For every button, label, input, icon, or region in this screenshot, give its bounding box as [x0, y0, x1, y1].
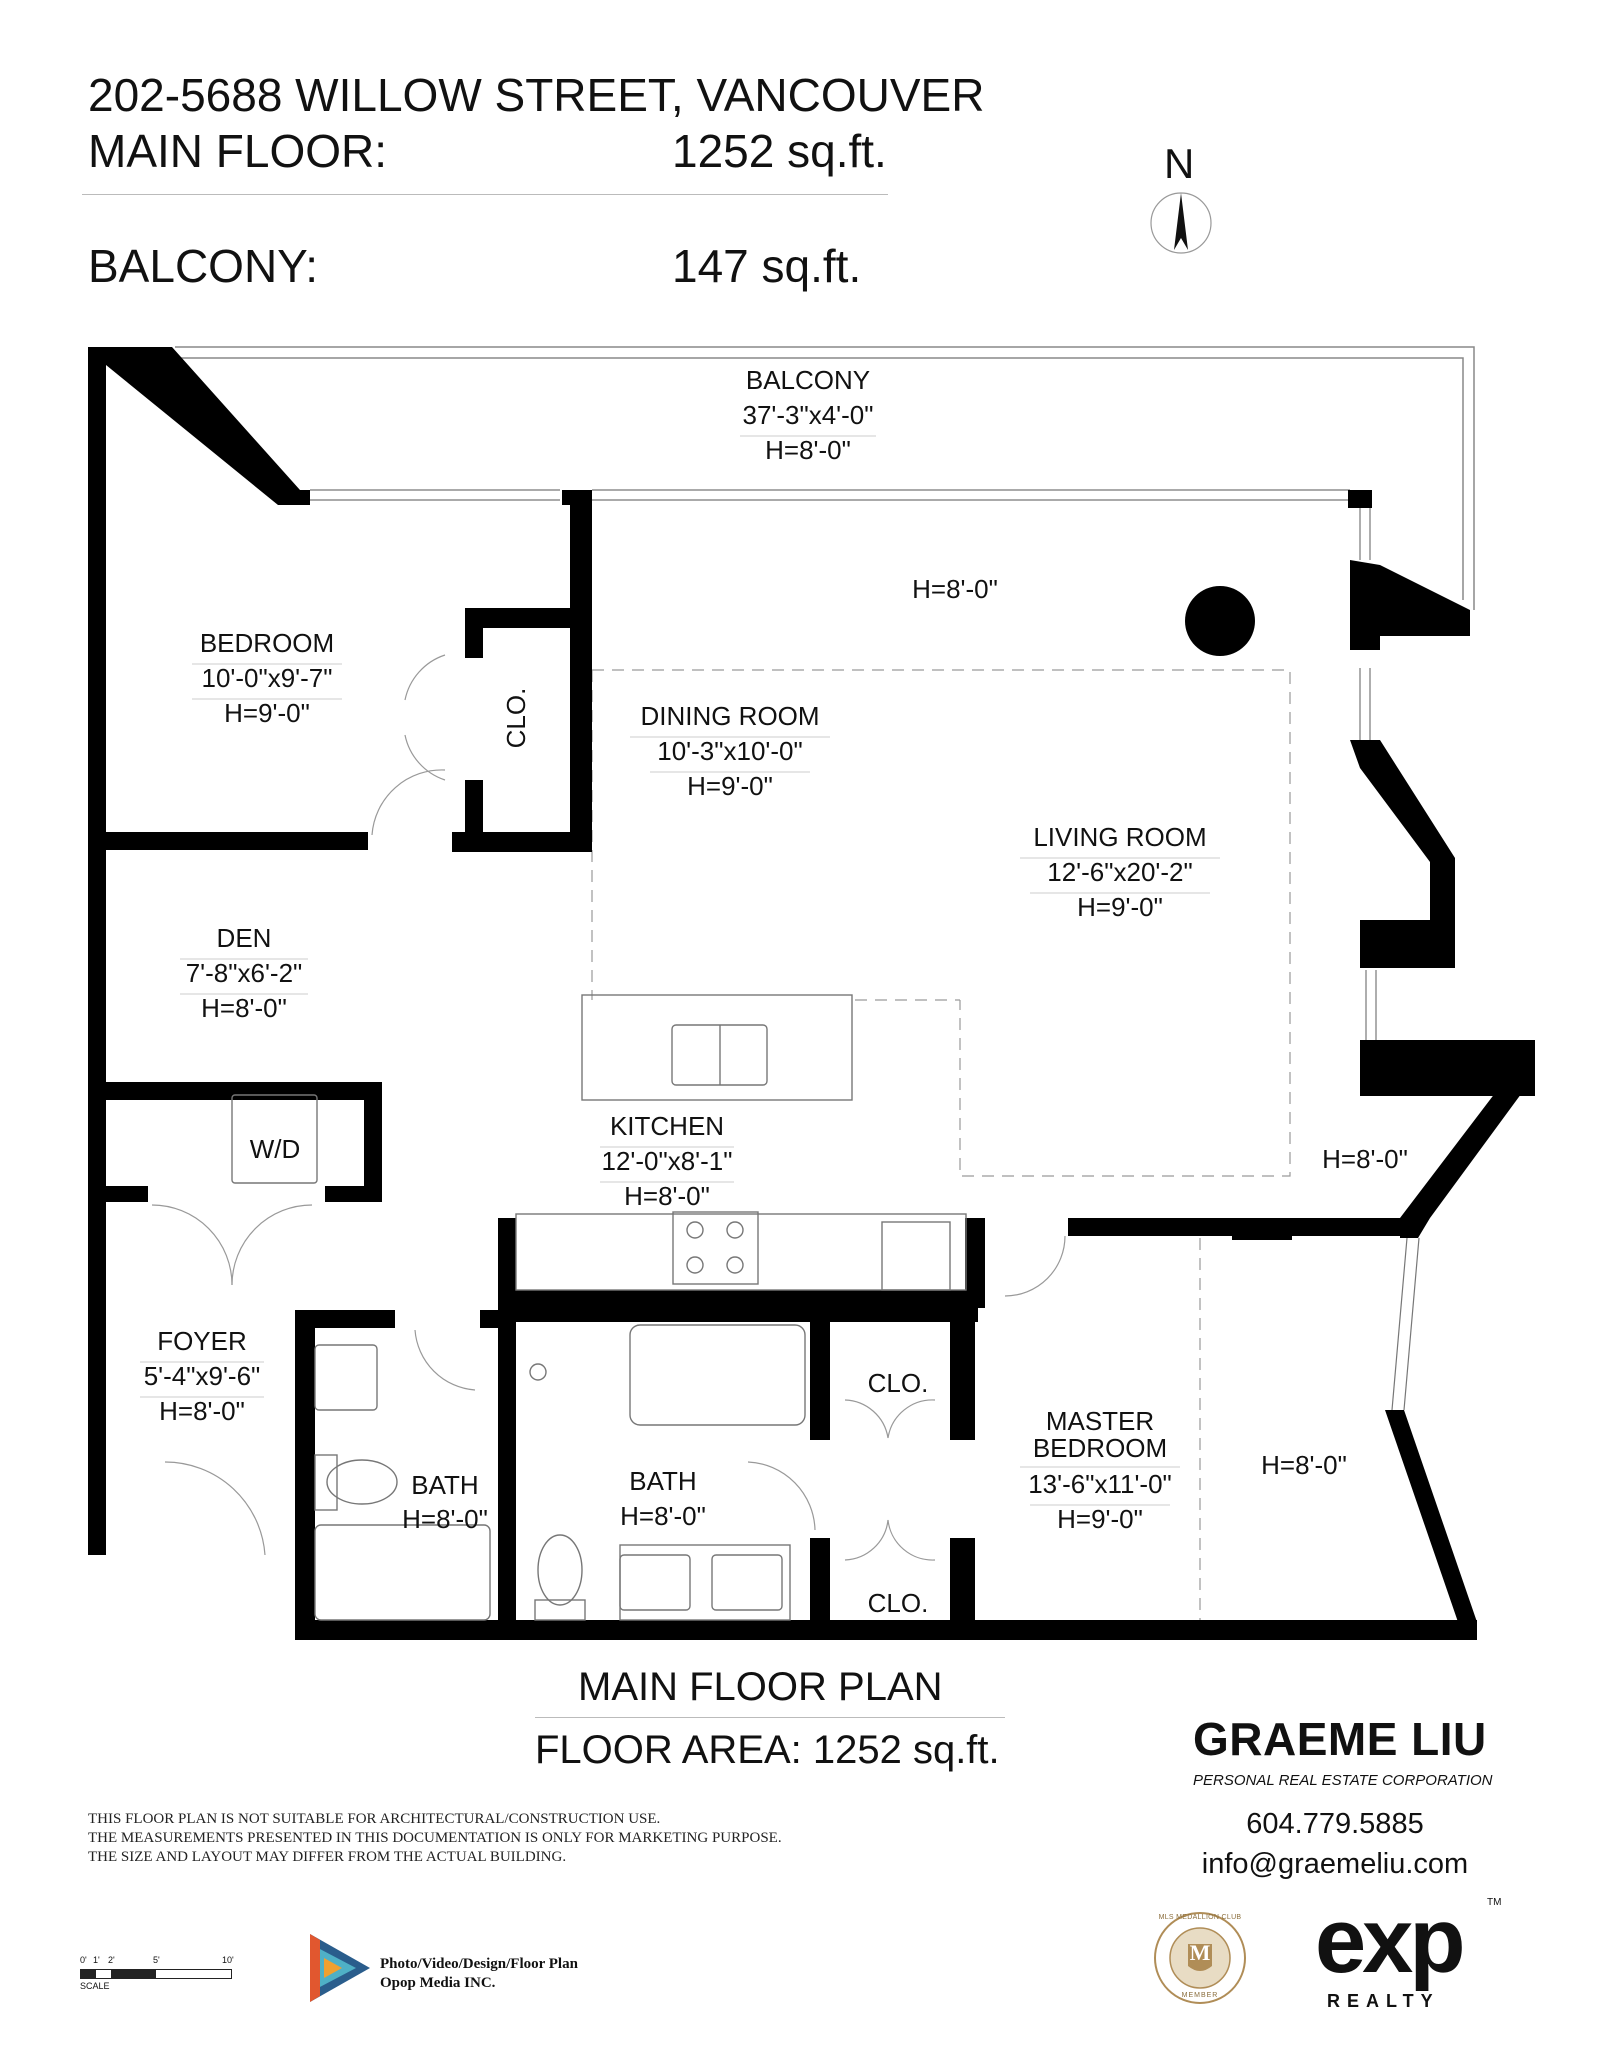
property-address: 202-5688 WILLOW STREET, VANCOUVER [88, 69, 985, 121]
living-room-height: H=9'-0" [1077, 892, 1163, 922]
living-room-name: LIVING ROOM [1033, 822, 1206, 852]
medallion-ring-text: MLS MEDALLION CLUB [1158, 1914, 1242, 1921]
closet-lower-name: CLO. [868, 1588, 929, 1618]
den-size: 7'-8"x6'-2" [186, 958, 303, 988]
bath2-name: BATH [629, 1466, 696, 1496]
master-alcove-height: H=8'-0" [1261, 1450, 1347, 1480]
dining-room-name: DINING ROOM [640, 701, 819, 731]
balcony-area: 147 sq.ft. [672, 240, 862, 292]
bath1-toilet-icon [326, 1459, 398, 1505]
plan-title-divider [535, 1717, 1005, 1718]
disclaimer-line: THIS FLOOR PLAN IS NOT SUITABLE FOR ARCH… [88, 1811, 661, 1827]
credit-line-1: Photo/Video/Design/Floor Plan [380, 1956, 578, 1972]
foyer-name: FOYER [157, 1326, 247, 1356]
balcony-height: H=8'-0" [765, 435, 851, 465]
bath2-vanity-icon [619, 1544, 791, 1621]
kitchen-size: 12'-0"x8'-1" [601, 1146, 732, 1176]
structural-column [1185, 586, 1255, 656]
washer-dryer-icon [231, 1094, 318, 1184]
disclaimer-line: THE MEASUREMENTS PRESENTED IN THIS DOCUM… [88, 1830, 782, 1846]
disclaimer: THIS FLOOR PLAN IS NOT SUITABLE FOR ARCH… [88, 1810, 988, 1867]
exp-realty-logo: exp TM REALTY [1315, 1895, 1515, 2020]
bedroom-name: BEDROOM [200, 628, 334, 658]
bedroom-closet-name: CLO. [501, 688, 531, 749]
medallion-bottom-text: MEMBER [1181, 1992, 1219, 1999]
bedroom-size: 10'-0"x9'-7" [201, 663, 332, 693]
bath1-toilet-tank-icon [314, 1454, 338, 1511]
fridge-icon [881, 1221, 951, 1291]
scale-tick-labels: 0' 1' 2' 5' 10' [80, 1955, 250, 1967]
medallion-letter: M [1189, 1940, 1211, 1965]
north-arrow-icon [1150, 192, 1212, 254]
walls [88, 347, 1535, 1640]
agent-email[interactable]: info@graemeliu.com [1201, 1848, 1469, 1880]
balcony-size: 37'-3"x4'-0" [742, 400, 873, 430]
label-underlines [140, 435, 1220, 1506]
balcony-outline [175, 346, 1475, 610]
doors [151, 654, 1066, 1561]
compass: N [1148, 140, 1214, 260]
kitchen-height: H=8'-0" [624, 1181, 710, 1211]
medallion-icon [1154, 1912, 1246, 2004]
scale-tick: 2' [108, 1955, 115, 1965]
stove-icon [672, 1211, 759, 1285]
dining-room-height: H=9'-0" [687, 771, 773, 801]
bath1-sink-icon [314, 1344, 378, 1411]
main-floor-area: 1252 sq.ft. [672, 125, 887, 177]
bath1-tub-icon [314, 1524, 491, 1621]
credit-line-2: Opop Media INC. [380, 1975, 496, 1991]
scale-label: SCALE [80, 1981, 110, 1991]
bath2-height: H=8'-0" [620, 1501, 706, 1531]
master-bedroom-name-2: BEDROOM [1033, 1433, 1167, 1463]
scale-tick: 1' [93, 1955, 100, 1965]
exp-wordmark: exp [1315, 1890, 1466, 1992]
agent-phone[interactable]: 604.779.5885 [1246, 1808, 1424, 1840]
kitchen-name: KITCHEN [610, 1111, 724, 1141]
scale-tick: 10' [222, 1955, 234, 1965]
den-name: DEN [217, 923, 272, 953]
agent-subtitle: PERSONAL REAL ESTATE CORPORATION [1193, 1772, 1493, 1789]
scale-tick: 5' [153, 1955, 160, 1965]
bath2-toilet-icon [537, 1534, 583, 1606]
living-room-size: 12'-6"x20'-2" [1047, 857, 1192, 887]
scale-bar: 0' 1' 2' 5' 10' SCALE [80, 1955, 250, 2005]
fixtures [231, 994, 967, 1621]
laundry-name: W/D [250, 1134, 301, 1164]
closet-upper-name: CLO. [868, 1368, 929, 1398]
scale-tick: 0' [80, 1955, 87, 1965]
balcony-name: BALCONY [746, 365, 870, 395]
master-bedroom-name-1: MASTER [1046, 1406, 1154, 1436]
windows [310, 489, 1420, 1411]
bath1-name: BATH [411, 1470, 478, 1500]
living-upper-height: H=8'-0" [912, 574, 998, 604]
foyer-size: 5'-4"x9'-6" [144, 1361, 261, 1391]
bedroom-height: H=9'-0" [224, 698, 310, 728]
den-height: H=8'-0" [201, 993, 287, 1023]
balcony-label: BALCONY: [88, 240, 319, 292]
dining-room-size: 10'-3"x10'-0" [657, 736, 802, 766]
plan-title: MAIN FLOOR PLAN [578, 1665, 943, 1709]
kitchen-island [581, 994, 853, 1101]
master-bedroom-height: H=9'-0" [1057, 1504, 1143, 1534]
shower-drain-icon [529, 1363, 547, 1381]
exp-realty-text: REALTY [1327, 1991, 1440, 2011]
agent-name: GRAEME LIU [1193, 1713, 1487, 1765]
medallion-club-badge: M MLS MEDALLION CLUB MEMBER [1152, 1910, 1248, 2006]
bath2-tub-icon [629, 1324, 806, 1426]
main-floor-label: MAIN FLOOR: [88, 125, 388, 177]
compass-north-label: N [1164, 140, 1195, 187]
bath1-height: H=8'-0" [402, 1504, 488, 1534]
floor-area: FLOOR AREA: 1252 sq.ft. [535, 1728, 1000, 1772]
photo-credit: Photo/Video/Design/Floor Plan Opop Media… [380, 1955, 578, 1993]
exp-trademark: TM [1487, 1897, 1502, 1908]
opop-media-logo [310, 1934, 370, 2002]
master-bedroom-size: 13'-6"x11'-0" [1028, 1469, 1172, 1499]
header-divider [82, 194, 888, 195]
foyer-height: H=8'-0" [159, 1396, 245, 1426]
living-lower-height: H=8'-0" [1322, 1144, 1408, 1174]
disclaimer-line: THE SIZE AND LAYOUT MAY DIFFER FROM THE … [88, 1849, 567, 1865]
scale-bar-graphic [80, 1969, 232, 1979]
